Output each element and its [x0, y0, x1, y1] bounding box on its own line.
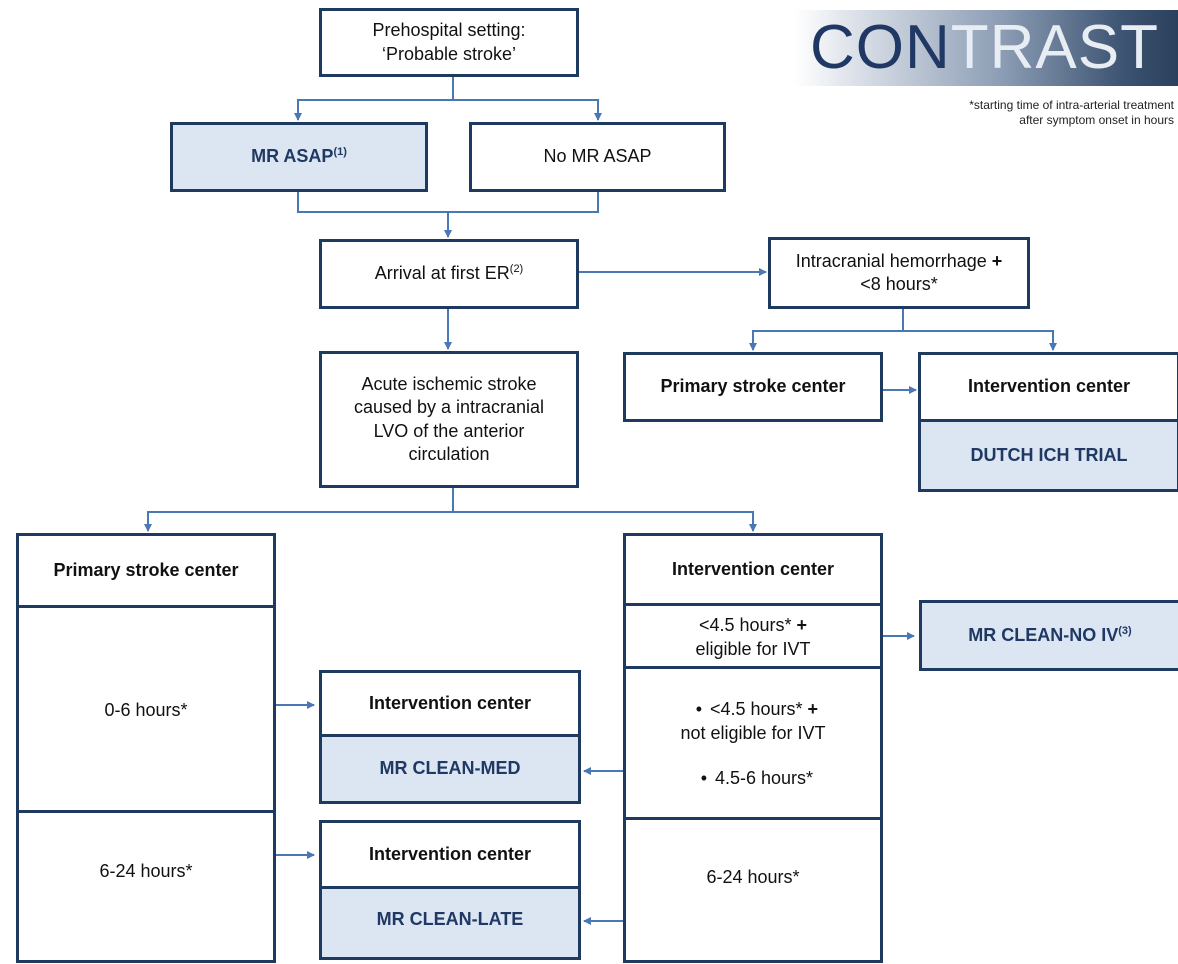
- prehospital-line1: Prehospital setting:: [372, 20, 526, 41]
- ais-line4: circulation: [408, 443, 490, 464]
- eligible-line2: eligible for IVT: [695, 638, 811, 659]
- logo-text-part1: CON: [810, 13, 951, 82]
- med-intervention-label: Intervention center: [322, 673, 578, 737]
- contrast-logo: CONTRAST: [794, 10, 1178, 86]
- primary-row-6-24: 6-24 hours*: [99, 861, 193, 882]
- intervention-row-not-eligible: • <4.5 hours* + not eligible for IVT • 4.5…: [626, 672, 880, 820]
- no-mr-asap-box: No MR ASAP: [469, 122, 726, 192]
- ich-box: Intracranial hemorrhage + <8 hours*: [768, 237, 1030, 309]
- bullet-1: •: [695, 699, 703, 720]
- connector-ich-split: [749, 309, 904, 351]
- not-eligible-plus: +: [807, 699, 819, 720]
- mr-clean-late-box: Intervention center MR CLEAN-LATE: [319, 820, 581, 960]
- primary-row-0-6: 0-6 hours*: [19, 611, 273, 813]
- ais-line3: LVO of the anterior: [373, 420, 525, 441]
- connector-ais-right: [453, 511, 757, 532]
- late-intervention-label: Intervention center: [322, 823, 578, 889]
- ich-line2: <8 hours*: [860, 274, 938, 294]
- intervention-row-eligible: <4.5 hours* + eligible for IVT: [626, 609, 880, 669]
- primary-center-header: Primary stroke center: [19, 536, 273, 608]
- prehospital-line2: ‘Probable stroke’: [381, 43, 517, 64]
- prehospital-box: Prehospital setting: ‘Probable stroke’: [319, 8, 579, 77]
- connector-ich-right: [903, 330, 1057, 351]
- connector-ais-split: [144, 488, 454, 532]
- ich-intervention-box: Intervention center DUTCH ICH TRIAL: [918, 352, 1178, 492]
- mr-asap-box: MR ASAP(1): [170, 122, 428, 192]
- arrival-box: Arrival at first ER(2): [319, 239, 579, 309]
- intervention-center-column: Intervention center <4.5 hours* + eligib…: [623, 533, 883, 963]
- mr-clean-no-iv-label: MR CLEAN-NO IV: [968, 624, 1119, 645]
- ich-line1: Intracranial hemorrhage: [795, 250, 992, 271]
- footnote-line2: after symptom onset in hours: [1019, 113, 1174, 127]
- dutch-ich-trial-label: DUTCH ICH TRIAL: [921, 422, 1177, 489]
- ich-plus: +: [991, 250, 1003, 271]
- connector-prehospital-right: [453, 99, 602, 121]
- arrival-label: Arrival at first ER: [374, 263, 510, 284]
- mr-clean-med-box: Intervention center MR CLEAN-MED: [319, 670, 581, 804]
- mr-asap-label: MR ASAP: [251, 146, 334, 167]
- mr-clean-no-iv-box: MR CLEAN-NO IV(3): [919, 600, 1178, 671]
- arrival-ref: (2): [509, 263, 524, 276]
- ich-primary-center-box: Primary stroke center: [623, 352, 883, 422]
- not-eligible-line2: not eligible for IVT: [680, 722, 826, 743]
- mr-clean-no-iv-ref: (3): [1118, 624, 1132, 637]
- ich-primary-center-label: Primary stroke center: [660, 376, 846, 397]
- intervention-center-header: Intervention center: [626, 536, 880, 606]
- eligible-plus: +: [796, 615, 808, 636]
- not-eligible-line1: <4.5 hours*: [709, 699, 808, 720]
- footnote: *starting time of intra-arterial treatme…: [969, 98, 1174, 128]
- bullet-2: •: [700, 768, 708, 789]
- ais-line2: caused by a intracranial: [353, 397, 545, 418]
- ais-line1: Acute ischemic stroke: [361, 373, 537, 394]
- eligible-line1: <4.5 hours*: [698, 615, 797, 636]
- no-mr-asap-label: No MR ASAP: [543, 146, 652, 167]
- primary-center-column: Primary stroke center 0-6 hours* 6-24 ho…: [16, 533, 276, 963]
- logo-text-part2: TRAST: [950, 13, 1160, 82]
- window-4-5-6: 4.5-6 hours*: [714, 768, 814, 789]
- mr-clean-late-label: MR CLEAN-LATE: [322, 889, 578, 957]
- mr-asap-ref: (1): [333, 146, 347, 159]
- intervention-row-6-24: 6-24 hours*: [706, 867, 800, 888]
- mr-clean-med-label: MR CLEAN-MED: [322, 737, 578, 801]
- connector-prehospital-split: [294, 77, 454, 121]
- ich-intervention-label: Intervention center: [921, 355, 1177, 422]
- ais-box: Acute ischemic stroke caused by a intrac…: [319, 351, 579, 488]
- footnote-line1: *starting time of intra-arterial treatme…: [969, 98, 1174, 112]
- connector-merge-left: [297, 190, 599, 213]
